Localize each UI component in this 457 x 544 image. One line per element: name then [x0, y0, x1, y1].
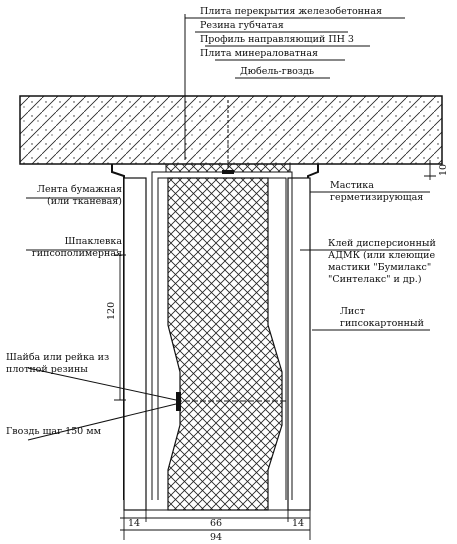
label-sheet-block: Лист гипсокартонный	[340, 306, 424, 329]
dim-core: 66	[210, 518, 222, 529]
label-mineral: Плита минераловатная	[200, 48, 318, 59]
label-rubber: Резина губчатая	[200, 20, 284, 31]
label-putty: Шпаклевка гипсополимерная	[31, 236, 122, 259]
leader-lines	[26, 14, 430, 441]
concrete-slab	[19, 95, 443, 165]
label-profile: Профиль направляющий ПН 3	[200, 34, 354, 45]
label-slab: Плита перекрытия железобетонная	[200, 6, 382, 17]
dim-gap: 10	[438, 164, 449, 176]
dowel-head	[222, 170, 234, 174]
label-tape-block: Лента бумажная (или тканевая)	[37, 184, 122, 207]
dimension-lines	[114, 160, 436, 540]
label-nail: Гвоздь шаг 150 мм	[6, 426, 102, 437]
label-tape: Лента бумажная (или тканевая)	[37, 184, 122, 207]
label-glue-block: Клей дисперсионный АДМК (или клеющие мас…	[328, 238, 436, 285]
label-mastic: Мастика герметизирующая	[330, 180, 424, 203]
label-washer-block: Шайба или рейка из плотной резины	[6, 352, 110, 375]
label-dowel: Дюбель-гвоздь	[240, 66, 314, 77]
label-mastic-block: Мастика герметизирующая	[330, 180, 424, 203]
mineral-wool-core	[167, 177, 283, 511]
washer	[176, 392, 181, 411]
dim-total: 94	[210, 532, 222, 543]
label-putty-block: Шпаклевка гипсополимерная	[31, 236, 122, 259]
dim-right-sheet: 14	[292, 518, 304, 529]
gypsum-sheet-right	[287, 177, 311, 511]
label-sheet: Лист гипсокартонный	[340, 306, 424, 329]
dim-left-sheet: 14	[128, 518, 140, 529]
gypsum-sheet-left	[123, 177, 147, 511]
dim-height: 120	[106, 302, 117, 320]
label-glue: Клей дисперсионный АДМК (или клеющие мас…	[328, 238, 436, 285]
label-washer: Шайба или рейка из плотной резины	[6, 352, 110, 375]
label-nail-block: Гвоздь шаг 150 мм	[6, 426, 102, 437]
